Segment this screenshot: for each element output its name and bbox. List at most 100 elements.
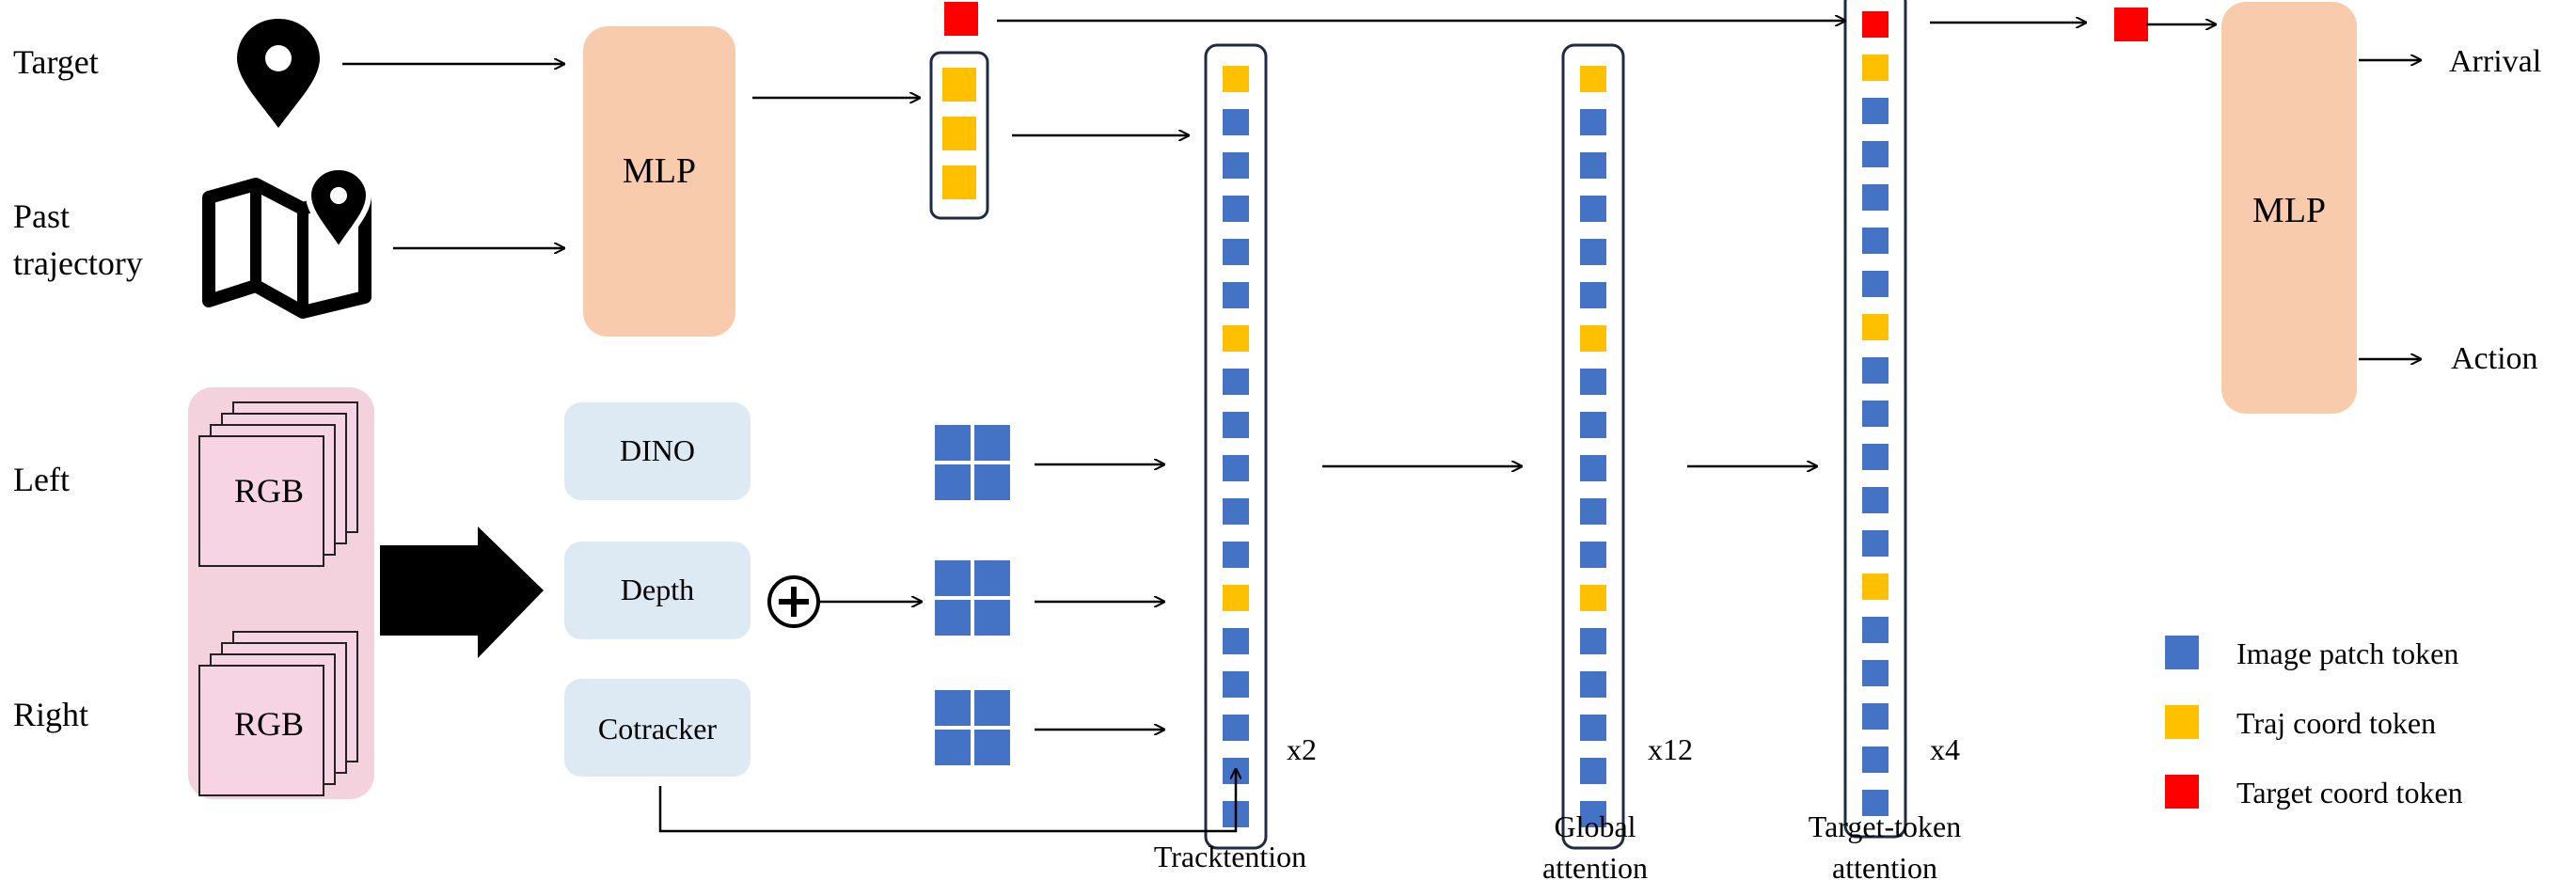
target-coord-token — [1862, 11, 1889, 38]
traj-coord-token — [1862, 574, 1889, 600]
image-patch-token — [1862, 357, 1889, 384]
cotracker-label: Cotracker — [598, 712, 718, 746]
patch-grids — [935, 425, 1010, 765]
cotracker-patch-grid — [935, 690, 1010, 765]
image-patch-token — [1223, 369, 1249, 395]
image-patch-token — [1580, 671, 1606, 698]
image-patch-token — [974, 464, 1010, 500]
traj-coord-token — [942, 165, 976, 199]
image-patch-token — [1580, 196, 1606, 222]
location-pin-icon — [237, 19, 320, 128]
image-patch-token — [1862, 228, 1889, 254]
target-caption-line1: Target-token — [1809, 809, 1961, 843]
image-patch-token — [935, 690, 971, 726]
image-patch-token — [974, 600, 1010, 636]
legend-target-coord-swatch — [2165, 775, 2199, 809]
image-patch-token — [1580, 758, 1606, 784]
image-patch-token — [935, 425, 971, 461]
image-patch-token — [1580, 455, 1606, 481]
global-caption-line2: attention — [1542, 851, 1648, 880]
traj-coord-token — [1862, 314, 1889, 340]
image-patch-token — [1580, 628, 1606, 654]
global-caption-line1: Global — [1554, 809, 1636, 843]
image-patch-token — [1580, 109, 1606, 135]
image-patch-token — [935, 600, 971, 636]
mlp-output-box — [2221, 2, 2357, 414]
image-patch-token — [1862, 617, 1889, 643]
legend-image-patch-label: Image patch token — [2236, 636, 2458, 670]
mlp-output-label: MLP — [2252, 191, 2326, 230]
image-patch-token — [1580, 282, 1606, 308]
traj-coord-token — [942, 68, 976, 102]
image-patch-token — [1862, 98, 1889, 124]
right-rgb-frames — [198, 631, 358, 796]
token-columns — [942, 0, 2148, 850]
image-patch-token — [1862, 184, 1889, 211]
image-patch-token — [1862, 746, 1889, 773]
image-patch-token — [1223, 282, 1249, 308]
image-patch-token — [1223, 542, 1249, 568]
depth-label: Depth — [621, 573, 694, 606]
dino-label: DINO — [620, 433, 695, 467]
image-patch-token — [1862, 790, 1889, 816]
traj-coord-token — [1223, 66, 1249, 92]
dino-box — [564, 402, 751, 500]
target-coord-token — [944, 2, 978, 36]
traj-coord-token — [1580, 585, 1606, 611]
image-patch-token — [1580, 715, 1606, 741]
image-patch-token — [1223, 671, 1249, 698]
image-patch-token — [974, 730, 1010, 765]
legend-traj-coord-label: Traj coord token — [2236, 706, 2436, 740]
depth-box — [564, 542, 751, 639]
image-patch-token — [1862, 660, 1889, 686]
image-patch-token — [1580, 239, 1606, 265]
image-patch-token — [935, 560, 971, 596]
traj-token-box — [929, 51, 989, 220]
traj-coord-token — [1580, 66, 1606, 92]
image-patch-token — [1580, 498, 1606, 525]
image-patch-token — [1862, 703, 1889, 730]
image-patch-token — [1862, 271, 1889, 297]
image-patch-token — [1580, 369, 1606, 395]
image-patch-token — [1580, 801, 1606, 827]
image-patch-token — [1862, 530, 1889, 557]
past-trajectory-label-line1: Past — [13, 197, 70, 235]
global-repeat: x12 — [1648, 732, 1693, 766]
image-patch-token — [1580, 152, 1606, 179]
image-patch-token — [1223, 196, 1249, 222]
mlp-input-box — [583, 26, 735, 337]
left-rgb-label: RGB — [234, 472, 304, 510]
depth-patch-grid — [935, 560, 1010, 636]
traj-coord-token — [942, 117, 976, 150]
target-label: Target — [13, 43, 99, 81]
tracktention-repeat: x2 — [1287, 732, 1317, 766]
legend-image-patch-swatch — [2165, 636, 2199, 669]
traj-coord-token — [1223, 585, 1249, 611]
cotracker-box — [564, 679, 751, 777]
target-token-attention-column — [1843, 0, 1907, 839]
image-patch-token — [1223, 239, 1249, 265]
image-patch-token — [1223, 715, 1249, 741]
traj-coord-token — [1862, 55, 1889, 81]
image-patch-token — [935, 730, 971, 765]
big-black-arrow — [380, 526, 544, 658]
arrow-cotracker-to-tracktention — [658, 769, 1236, 833]
map-icon — [202, 164, 372, 319]
image-patch-token — [974, 690, 1010, 726]
connection-arrows — [342, 21, 2421, 833]
image-patch-token — [935, 464, 971, 500]
left-rgb-frames — [198, 401, 358, 567]
image-patch-token — [1862, 401, 1889, 427]
action-label: Action — [2451, 341, 2538, 376]
tracktention-column — [1204, 43, 1268, 850]
right-rgb-label: RGB — [234, 705, 304, 743]
legend-target-coord-label: Target coord token — [2236, 776, 2463, 809]
image-patch-token — [974, 560, 1010, 596]
image-patch-token — [1223, 498, 1249, 525]
image-patch-token — [1862, 487, 1889, 513]
image-patch-token — [1223, 109, 1249, 135]
right-camera-label: Right — [13, 696, 88, 733]
image-patch-token — [1862, 141, 1889, 167]
